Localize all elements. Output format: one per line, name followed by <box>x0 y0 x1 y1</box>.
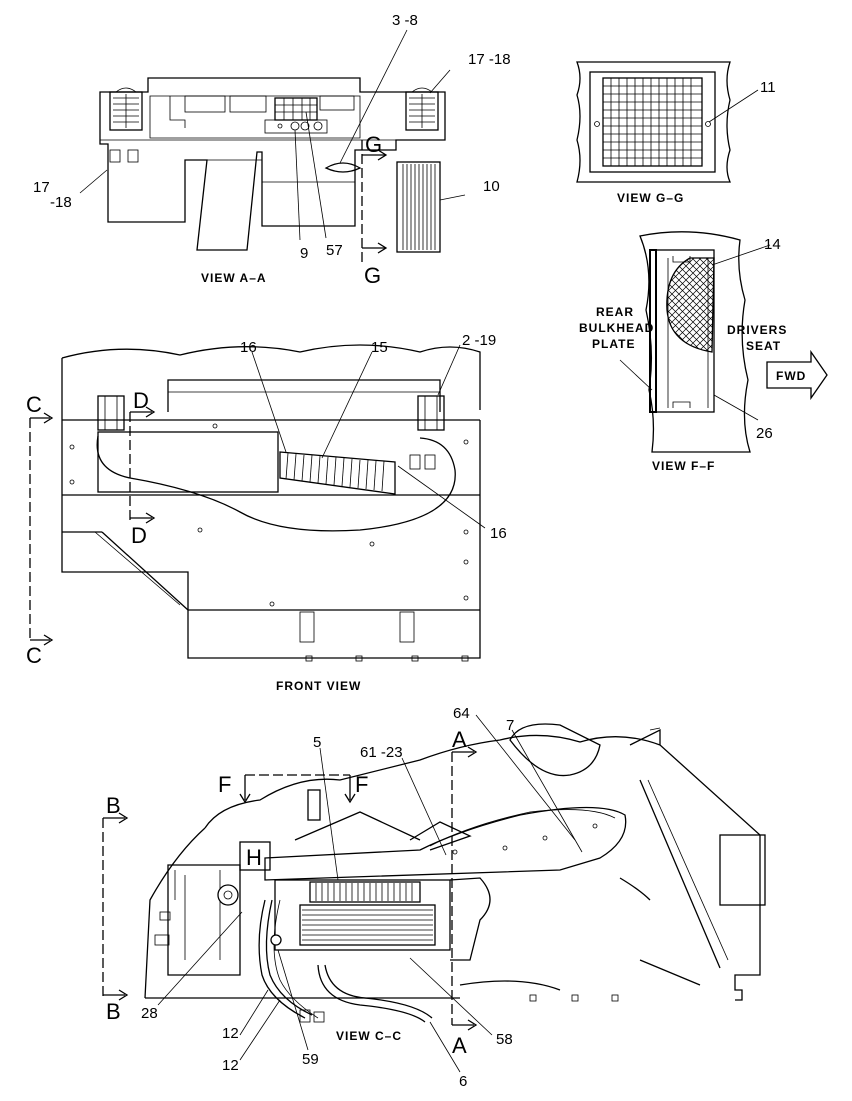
control-panel <box>274 97 318 121</box>
vent-grille <box>396 161 441 253</box>
svg-text:SEAT: SEAT <box>746 339 781 353</box>
callout-61-23: 61 -23 <box>360 744 403 761</box>
view-g-g-title: VIEW G–G <box>617 191 684 205</box>
view-g-g <box>576 61 759 183</box>
detail-h: H <box>246 845 262 870</box>
callout-28: 28 <box>141 1005 158 1022</box>
section-line-a-a <box>451 746 478 1031</box>
view-c-c-title: VIEW C–C <box>336 1029 402 1043</box>
section-a-bottom: A <box>452 1033 467 1058</box>
front-view-title: FRONT VIEW <box>276 679 361 693</box>
filter-element <box>666 257 715 353</box>
main-panel <box>61 420 481 659</box>
grille-mesh <box>603 78 702 166</box>
callout-5: 5 <box>313 734 321 751</box>
view-f-f <box>619 231 828 453</box>
callout-59: 59 <box>302 1051 319 1068</box>
heater-hose <box>317 964 426 1023</box>
fwd-arrow <box>766 349 828 401</box>
fwd-label: FWD <box>776 369 806 383</box>
section-b-top: B <box>106 793 121 818</box>
callout-12-a: 12 <box>222 1025 239 1042</box>
svg-text:REAR: REAR <box>596 305 634 319</box>
section-line-g-g <box>361 140 388 262</box>
callout-12-b: 12 <box>222 1057 239 1074</box>
callout-64: 64 <box>453 705 470 722</box>
callout-16-left: 16 <box>240 339 257 356</box>
heater-box <box>97 431 279 493</box>
f-f-outline <box>639 231 751 453</box>
callout-3-8: 3 -8 <box>392 12 418 29</box>
cab-top-break <box>204 734 661 829</box>
callout-14: 14 <box>764 236 781 253</box>
section-b-bottom: B <box>106 999 121 1024</box>
wire-harness <box>258 899 306 1019</box>
svg-text:PLATE: PLATE <box>592 337 635 351</box>
callout-17-18-top: 17 -18 <box>468 51 511 68</box>
drivers-seat-note: DRIVERS SEAT <box>727 323 787 353</box>
section-a-top: A <box>452 727 467 752</box>
right-vent <box>405 91 439 131</box>
section-c-bottom: C <box>26 643 42 668</box>
section-f-right: F <box>355 772 368 797</box>
view-f-f-title: VIEW F–F <box>652 459 715 473</box>
callout-6: 6 <box>459 1073 467 1090</box>
callout-17: 17 <box>33 179 50 196</box>
section-line-b-b <box>102 812 129 1001</box>
front-top-break <box>61 344 481 410</box>
callout-7: 7 <box>506 717 514 734</box>
callout-16-right: 16 <box>490 525 507 542</box>
section-f-left: F <box>218 772 231 797</box>
callout-57: 57 <box>326 242 343 259</box>
svg-text:BULKHEAD: BULKHEAD <box>579 321 654 335</box>
duct-hose <box>279 451 396 495</box>
callout-9: 9 <box>300 245 308 262</box>
section-c-top: C <box>26 392 42 417</box>
callout-11: 11 <box>760 79 776 96</box>
section-line-c-c <box>29 412 54 646</box>
g-g-outline <box>576 61 731 183</box>
callout-18: -18 <box>50 194 72 211</box>
left-vent <box>109 91 143 131</box>
view-a-a-title: VIEW A–A <box>201 271 267 285</box>
callout-2-19: 2 -19 <box>462 332 496 349</box>
callout-15: 15 <box>371 339 388 356</box>
section-line-f-f <box>239 774 356 804</box>
dome-lamp <box>324 162 362 173</box>
section-g-bottom: G <box>364 263 381 288</box>
view-c-c <box>102 714 766 1073</box>
section-d-top: D <box>133 388 149 413</box>
callout-10: 10 <box>483 178 500 195</box>
front-view <box>29 344 486 662</box>
heater-core <box>274 879 451 951</box>
dash-outline <box>99 77 446 251</box>
svg-text:DRIVERS: DRIVERS <box>727 323 787 337</box>
section-g-top: G <box>365 132 382 157</box>
section-d-bottom: D <box>131 523 147 548</box>
view-a-a <box>79 29 466 262</box>
callout-26: 26 <box>756 425 773 442</box>
rear-bulkhead-note: REAR BULKHEAD PLATE <box>579 305 654 351</box>
section-line-d-d <box>129 406 156 524</box>
callout-58: 58 <box>496 1031 513 1048</box>
drivers-seat <box>264 806 627 881</box>
